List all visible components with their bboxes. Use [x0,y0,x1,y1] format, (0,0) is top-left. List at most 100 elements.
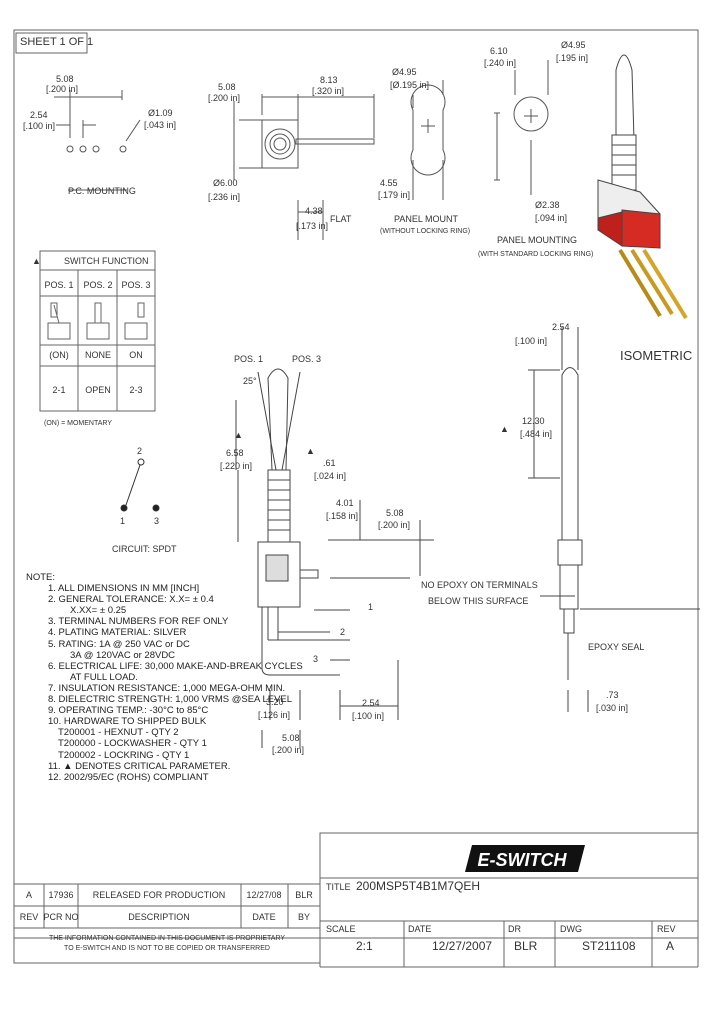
switch-function-table [39,250,156,412]
note-line: 4. PLATING MATERIAL: SILVER [48,627,187,639]
sheet-label: SHEET 1 OF 1 [20,36,94,48]
dim-side-b-in: [.024 in] [314,471,347,481]
dim-front-width-in: [.200 in] [208,93,241,103]
drawing-title: 200MSP5T4B1M7QEH [356,879,481,893]
pc-mounting-caption: P.C. MOUNTING [68,186,136,196]
rev-label: REV [657,924,676,934]
note-line: 3A @ 120VAC or 28VDC [70,649,176,661]
right-view-figure [528,327,700,712]
pos-2-header: POS. 2 [83,280,113,290]
dim-side-e: 3.20 [266,697,284,707]
front-view-figure [233,94,375,240]
critical-triangle-icon: ▲ [500,424,509,434]
dim-right-c-in: [.030 in] [596,703,629,713]
dim-pc-hole: Ø1.09 [148,108,173,118]
date-value: 12/27/2007 [432,939,493,953]
dim-side-c-in: [.158 in] [326,511,359,521]
dim-side-g: 5.08 [282,733,300,743]
note-line: 2. GENERAL TOLERANCE: X.X= ± 0.4 [48,594,214,606]
note-line: 3. TERMINAL NUMBERS FOR REF ONLY [48,616,229,628]
epoxy-note-2: BELOW THIS SURFACE [428,596,529,606]
note-line: 8. DIELECTRIC STRENGTH: 1,000 VRMS @SEA … [48,694,293,706]
panel-mount-subcaption: (WITHOUT LOCKING RING) [380,228,471,235]
note-line: 5. RATING: 1A @ 250 VAC or DC [48,638,190,650]
scale-value: 2:1 [356,939,373,953]
state-pos-3: ON [129,350,143,360]
dim-right-a: 2.54 [552,322,570,332]
dim-front-length-in: [.320 in] [312,86,345,96]
dim-right-c: .73 [606,690,619,700]
notes-block: NOTE: 1. ALL DIMENSIONS IN MM [INCH] 2. … [26,572,303,783]
note-line: 7. INSULATION RESISTANCE: 1,000 MEGA-OHM… [48,682,286,694]
dwg-label: DWG [560,924,582,934]
dim-right-a-in: [.100 in] [515,336,548,346]
dim-pm-small: Ø2.38 [535,200,560,210]
critical-triangle-icon: ▲ [234,430,243,440]
conn-pos-3: 2-3 [129,385,143,395]
drawn-by-value: BLR [514,939,538,953]
terminal-1-label: 1 [368,602,374,612]
pcr-header: PCR NO [43,912,79,922]
conn-pos-1: 2-1 [52,385,66,395]
conn-pos-2: OPEN [85,385,111,395]
isometric-switch [597,54,688,320]
dim-front-flat: 4.38 [305,206,323,216]
note-line: 11. ▲ DENOTES CRITICAL PARAMETER. [48,760,231,772]
dim-pm-small-in: [.094 in] [535,213,568,223]
dim-side-f-in: [.100 in] [352,711,385,721]
switch-function-title: SWITCH FUNCTION [64,256,149,266]
rev-value: A [666,939,675,953]
critical-triangle-icon: ▲ [306,446,315,456]
dim-pc-span: 5.08 [56,74,74,84]
circuit-caption: CIRCUIT: SPDT [112,544,177,554]
dim-side-g-in: [.200 in] [272,745,305,755]
dim-front-width: 5.08 [218,82,236,92]
note-line: AT FULL LOAD. [70,671,138,683]
dim-pc-pitch: 2.54 [30,110,48,120]
dim-side-a: 6.58 [226,448,244,458]
title-label: TITLE [326,882,351,892]
dim-pc-span-in: [.200 in] [46,84,79,94]
by-header: BY [297,912,311,922]
pos-1-header: POS. 1 [44,280,74,290]
dim-pm-width-in: [.240 in] [484,58,517,68]
dim-panel-dia: Ø4.95 [392,67,417,77]
dim-side-c: 4.01 [336,498,354,508]
note-line: 12. 2002/95/EC (ROHS) COMPLIANT [48,771,209,783]
circuit-figure [120,458,160,512]
sheet-border [13,29,699,939]
date-cell: 12/27/08 [246,890,282,900]
dim-side-a-in: [.220 in] [220,461,253,471]
note-line: T200000 - LOCKWASHER - QTY 1 [58,738,207,750]
notes-heading: NOTE: [26,572,56,583]
momentary-footnote: (ON) = MOMENTARY [44,420,112,427]
dim-panel-flat: 4.55 [380,178,398,188]
dim-panel-flat-in: [.179 in] [378,190,411,200]
isometric-label: ISOMETRIC [620,348,693,363]
dim-side-f: 2.54 [362,698,380,708]
dim-side-b: .61 [323,458,336,468]
dim-pc-hole-in: [.043 in] [144,120,177,130]
terminal-2-label: 2 [340,627,346,637]
panel-mount-caption: PANEL MOUNT [394,214,459,224]
critical-triangle-icon: ▲ [32,256,41,266]
dim-pm-dia: Ø4.95 [561,40,586,50]
scale-label: SCALE [326,924,356,934]
pc-mounting-figure [54,90,141,191]
note-line: 1. ALL DIMENSIONS IN MM [INCH] [48,583,200,595]
side-view-figure [235,368,434,748]
dim-front-dia-in: [.236 in] [208,192,241,202]
dim-pc-pitch-in: [.100 in] [23,121,56,131]
epoxy-note-1: NO EPOXY ON TERMINALS [421,580,538,590]
circuit-pin-2: 2 [137,446,143,456]
description-cell: RELEASED FOR PRODUCTION [92,890,226,900]
date-header: DATE [252,912,276,922]
dwg-value: ST211108 [582,939,636,953]
note-line: 9. OPERATING TEMP.: -30°C to 85°C [48,705,209,717]
pcr-cell: 17936 [48,890,74,900]
description-header: DESCRIPTION [128,912,190,922]
rev-header: REV [19,912,39,922]
panel-mounting-subcaption: (WITH STANDARD LOCKING RING) [478,251,594,258]
dim-right-b: 12.30 [522,416,545,426]
